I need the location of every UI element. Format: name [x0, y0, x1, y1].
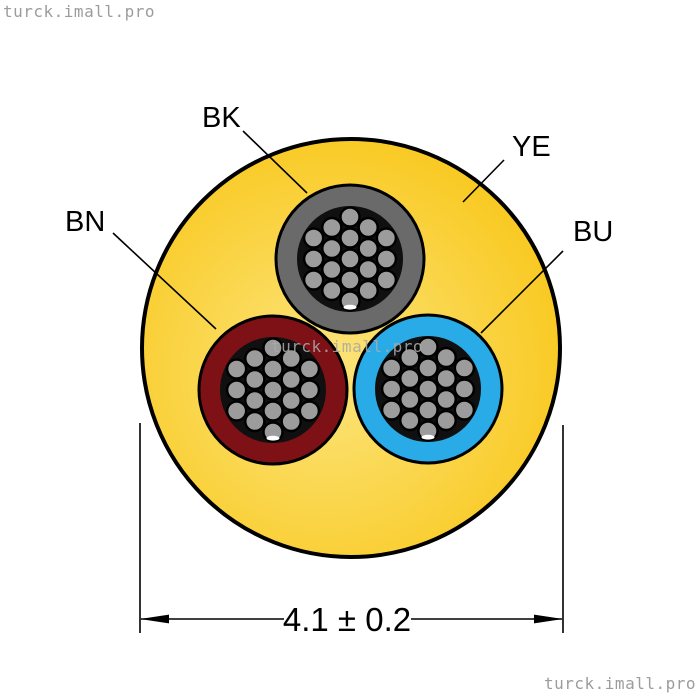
conductor-bu-strands: [380, 336, 476, 442]
wire-strand: [399, 367, 421, 390]
wire-strand: [453, 357, 476, 379]
wire-strand: [375, 227, 398, 249]
wire-strand: [380, 378, 403, 400]
strand-highlight: [266, 435, 280, 441]
strand-highlight: [343, 304, 357, 310]
conductor-bu: [352, 313, 504, 465]
wire-strand: [453, 399, 476, 421]
wire-strand: [280, 410, 302, 433]
wire-strand: [244, 347, 266, 370]
wire-strand: [435, 388, 457, 411]
leader-line-bn: [112, 232, 217, 330]
leader-line-bu: [480, 250, 564, 334]
leader-line-bk: [242, 130, 308, 194]
wire-strand: [280, 368, 302, 391]
leader-line-ye: [462, 159, 505, 203]
wire-strand: [298, 358, 321, 380]
label-bk: BK: [202, 102, 241, 134]
wire-strand: [357, 216, 379, 239]
wire-strand: [298, 379, 321, 401]
wire-strand: [399, 346, 421, 369]
wire-strand: [380, 357, 403, 379]
label-bn: BN: [65, 206, 105, 238]
wire-strand: [339, 248, 361, 270]
conductor-bn: [197, 314, 349, 466]
wire-strand: [244, 389, 266, 412]
wire-strand: [375, 248, 398, 270]
wire-strand: [380, 399, 403, 421]
wire-strand: [302, 227, 325, 249]
conductor-bk: [274, 183, 426, 335]
wire-strand: [435, 346, 457, 369]
wire-strand: [321, 237, 343, 260]
wire-strand: [225, 379, 248, 401]
wire-strand: [375, 269, 398, 291]
wire-strand: [399, 409, 421, 432]
wire-strand: [225, 358, 248, 380]
wire-strand: [417, 357, 439, 379]
dimension-arrowhead-left: [140, 614, 169, 624]
wire-strand: [225, 400, 248, 422]
dimension-value: 4.1 ± 0.2: [283, 601, 411, 638]
dimension-arrowhead-right: [534, 614, 563, 624]
wire-strand: [262, 400, 284, 422]
label-ye: YE: [512, 131, 551, 163]
wire-strand: [435, 409, 457, 432]
wire-strand: [321, 279, 343, 302]
wire-strand: [417, 399, 439, 421]
conductor-bk-strands: [302, 206, 398, 312]
wire-strand: [339, 227, 361, 249]
wire-strand: [321, 216, 343, 239]
wire-strand: [262, 379, 284, 401]
wire-strand: [321, 258, 343, 281]
wire-strand: [339, 269, 361, 291]
wire-strand: [357, 279, 379, 302]
wire-strand: [399, 388, 421, 411]
wire-strand: [339, 206, 361, 228]
wire-strand: [280, 347, 302, 370]
wire-strand: [280, 389, 302, 412]
wire-strand: [262, 358, 284, 380]
wire-strand: [302, 248, 325, 270]
wire-strand: [417, 378, 439, 400]
wire-strand: [417, 336, 439, 358]
wire-strand: [244, 410, 266, 433]
wire-strand: [298, 400, 321, 422]
wire-strand: [262, 337, 284, 359]
strand-highlight: [421, 434, 435, 440]
wire-strand: [357, 258, 379, 281]
wire-strand: [453, 378, 476, 400]
conductor-bn-strands: [225, 337, 321, 443]
label-bu: BU: [573, 216, 613, 248]
wire-strand: [302, 269, 325, 291]
wire-strand: [244, 368, 266, 391]
wire-strand: [357, 237, 379, 260]
wire-strand: [435, 367, 457, 390]
